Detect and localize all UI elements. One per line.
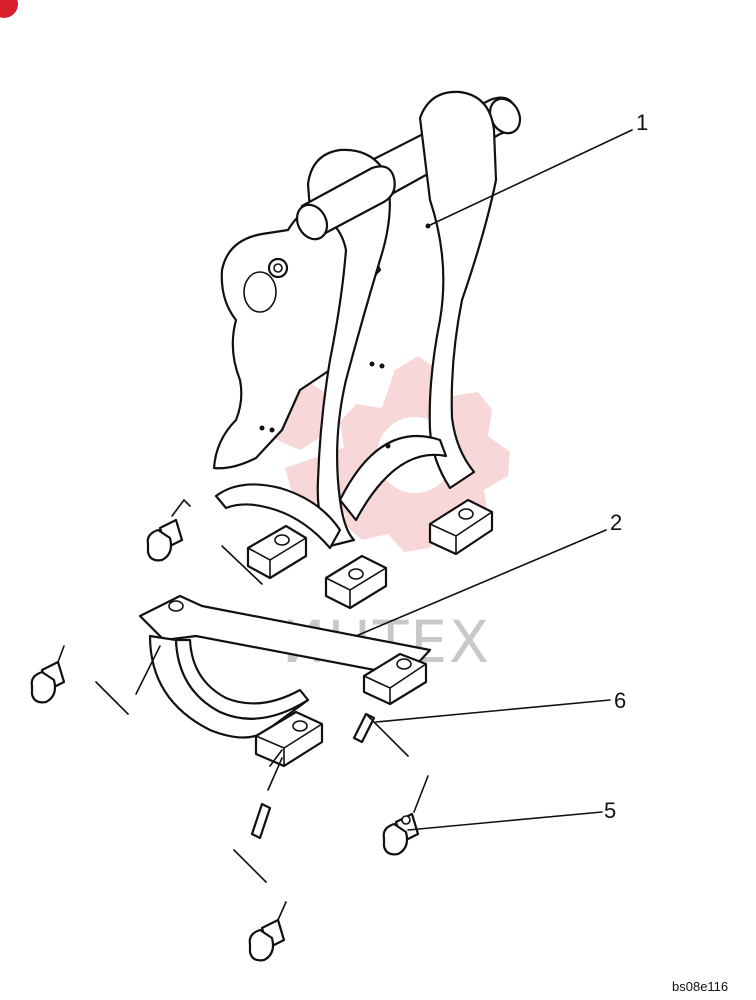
callout-6: 6 [614, 688, 626, 713]
bolt-left [30, 645, 66, 704]
bearing-cap [138, 594, 432, 768]
callout-2: 2 [610, 510, 622, 535]
leader-lines [355, 129, 633, 831]
assembly-lines [95, 545, 409, 883]
hitch-bracket [212, 90, 522, 610]
bolt-lower-right [382, 775, 429, 856]
callout-5: 5 [604, 798, 616, 823]
callout-1: 1 [636, 110, 648, 135]
bolt-bottom [248, 901, 287, 962]
pin-right [352, 712, 376, 744]
corner-mark-icon [0, 0, 18, 18]
drawing-code: bs08e116 [672, 979, 728, 994]
bolt-upper-left [146, 498, 191, 562]
pin-left [250, 802, 272, 840]
